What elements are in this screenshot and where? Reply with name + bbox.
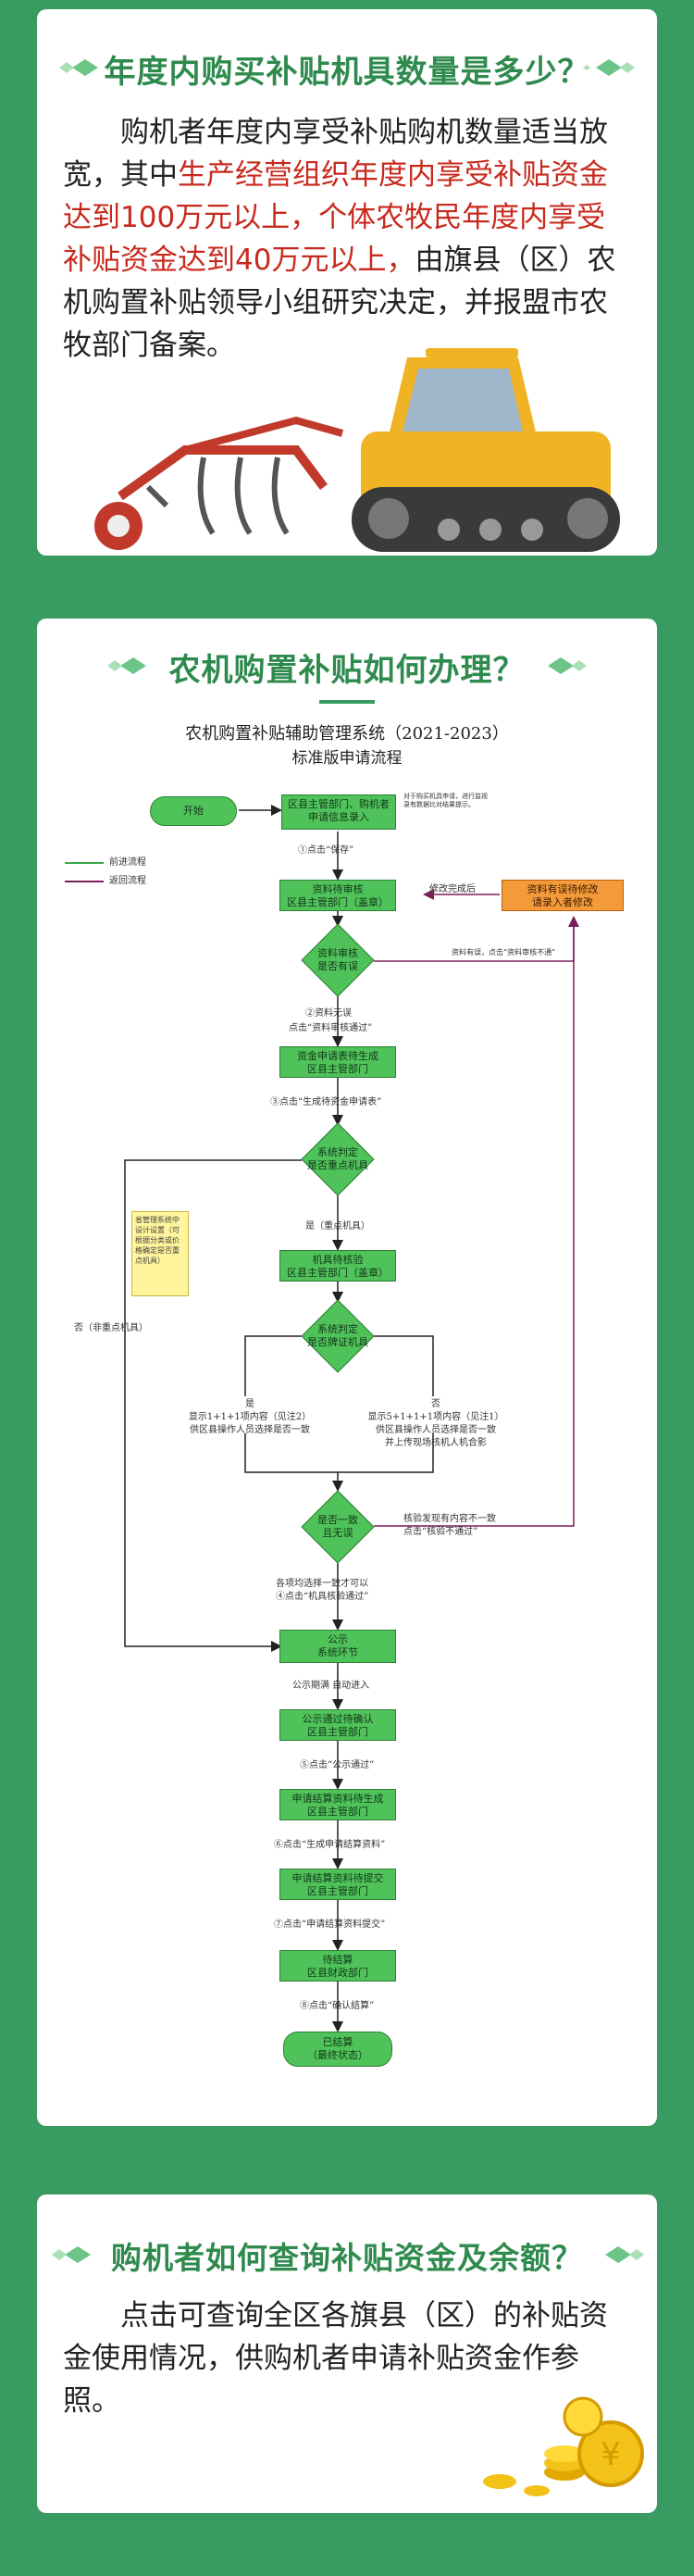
diamond-deco-icon — [59, 59, 111, 76]
flowchart-title: 农机购置补贴辅助管理系统（2021-2023） — [185, 724, 509, 744]
step-submit-settlement: ⑦点击“申请结算资料提交” — [274, 1919, 386, 1930]
step-review-error: 资料有误，点击“资料审核不通” — [452, 948, 556, 957]
flowchart-subtitle: 标准版申请流程 — [291, 749, 403, 768]
diamond-deco-icon — [583, 59, 635, 76]
step-generate-fund: ③点击“生成待资金申请表” — [270, 1097, 382, 1107]
step-public-pass: ⑤点击“公示通过” — [300, 1760, 375, 1770]
diamond-deco-icon — [605, 2246, 644, 2263]
node-settlement-submit: 申请结算资料待提交 区县主管部门 — [279, 1869, 396, 1900]
card-purchase-quantity: 年度内购买补贴机具数量是多少？ 购机者年度内享受补贴购机数量适当放宽，其中生产经… — [37, 9, 657, 556]
node-pending-settlement: 待结算 区县财政部门 — [279, 1950, 396, 1982]
decision-review-error: 资料审核是否有误 — [287, 923, 389, 997]
tractor-illustration — [94, 348, 620, 552]
step-generate-settlement: ⑥点击“生成申请结算资料” — [274, 1840, 386, 1850]
section1-title: 年度内购买补贴机具数量是多少？ — [104, 54, 590, 91]
diamond-deco-icon — [52, 2246, 91, 2263]
node-start: 开始 — [150, 796, 237, 826]
node-public-notice: 公示 系统环节 — [279, 1630, 396, 1663]
card-how-to-apply: 农机购置补贴如何办理？ 农机购置补贴辅助管理系统（2021-2023） 标准版申… — [37, 619, 657, 2126]
node-application-entry: 区县主管部门、购机者 申请信息录入 — [281, 794, 396, 830]
decision-consistent: 是否一致且无误 — [285, 1490, 390, 1564]
node-end: 已结算 （最终状态） — [283, 2032, 392, 2067]
step-review-ok2: 点击“资料审核通过” — [289, 1023, 373, 1033]
key-machine-note: 省管理系统中设计设置（可根据分类或价格确定是否重点机具） — [131, 1211, 189, 1296]
flowchart-connectors — [65, 805, 579, 2032]
step-public-expire: 公示期满 自动进入 — [292, 1681, 370, 1691]
step-no-key: 否（非重点机具） — [74, 1323, 148, 1333]
step-fix-done: 修改完成后 — [429, 884, 476, 894]
cert-no: 否 显示5+1+1+1项内容（见注1） 供区县操作人员选择是否一致 并上传现场核… — [367, 1399, 504, 1448]
node-settlement-generate: 申请结算资料待生成 区县主管部门 — [279, 1789, 396, 1820]
node-confirm: 公示通过待确认 区县主管部门 — [279, 1709, 396, 1741]
step-yes-key: 是（重点机具） — [305, 1221, 370, 1232]
node-pending-fix: 资料有误待修改 请录入者修改 — [502, 880, 624, 911]
node-fund-application: 资金申请表待生成 区县主管部门 — [279, 1046, 396, 1078]
node-pending-inspection: 机具待核验 区县主管部门（盖章） — [279, 1250, 396, 1282]
step-confirm-settlement: ⑧点击“确认结算” — [300, 2001, 375, 2011]
section2-title: 农机购置补贴如何办理？ — [168, 652, 526, 689]
card-query-funds: 购机者如何查询补贴资金及余额？ 点击可查询全区各旗县（区）的补贴资金使用情况，供… — [37, 2195, 657, 2513]
step-mismatch: 核验发现有内容不一致 点击“核验不通过” — [403, 1514, 496, 1537]
flowchart: 农机购置补贴辅助管理系统（2021-2023） 标准版申请流程 — [37, 619, 657, 2126]
legend-forward: 前进流程 — [109, 857, 146, 868]
legend-back: 返回流程 — [109, 876, 146, 886]
decision-key-machine: 系统判定是否重点机具 — [285, 1122, 390, 1196]
diamond-deco-icon — [107, 657, 146, 674]
step-inspection-pass: 各项均选择一致才可以 ④点击“机具核验通过” — [276, 1579, 369, 1602]
node-pending-review: 资料待审核 区县主管部门（盖章） — [279, 880, 396, 911]
title-underline — [319, 700, 375, 704]
svg-text:¥: ¥ — [601, 2436, 621, 2473]
step-review-ok1: ②资料无误 — [305, 1008, 352, 1019]
coin-stack-icon: ¥ — [483, 2396, 644, 2496]
section1-paragraph: 购机者年度内享受补贴购机数量适当放宽，其中生产经营组织年度内享受补贴资金达到10… — [63, 116, 616, 362]
entry-note: 对于购买机具申请，进行监视录有数据比对结果提示。 — [403, 793, 488, 808]
cert-yes: 是 显示1+1+1项内容（见注2） 供区县操作人员选择是否一致 — [188, 1399, 312, 1435]
section3-paragraph: 点击可查询全区各旗县（区）的补贴资金使用情况，供购机者申请补贴资金作参照。 — [63, 2299, 608, 2418]
diamond-deco-icon — [548, 657, 587, 674]
decision-certified-machine: 系统判定是否牌证机具 — [285, 1299, 390, 1373]
step-save: ①点击“保存” — [298, 845, 354, 856]
highlight-text: 生产经营组织年度内享受补贴资金达到100万元以上，个体农牧民年度内享受补贴资金达… — [63, 158, 608, 277]
section3-title: 购机者如何查询补贴资金及余额？ — [111, 2240, 583, 2276]
